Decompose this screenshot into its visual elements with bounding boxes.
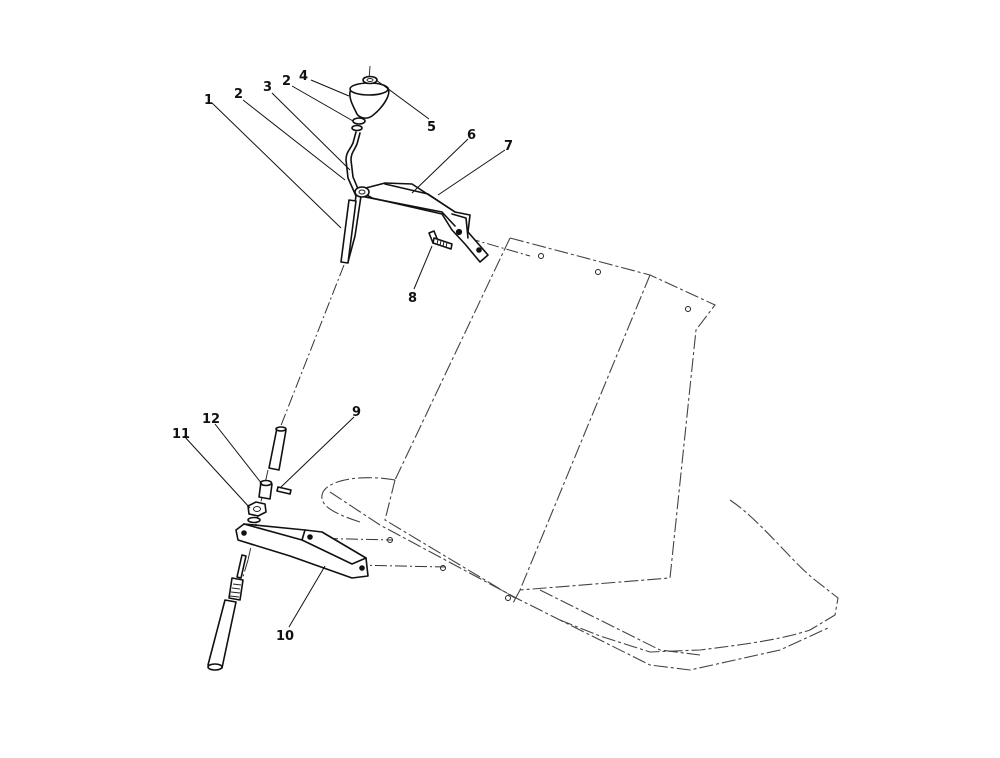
callout-2b: 2: [282, 74, 291, 89]
control-cable-end: [207, 554, 247, 671]
chute-hole: [685, 306, 691, 312]
callout-2a: 2: [234, 87, 243, 102]
roll-pin: [276, 486, 292, 495]
chute-hole: [538, 253, 544, 259]
coupler: [258, 479, 273, 500]
bolt: [428, 230, 453, 250]
callout-6: 6: [467, 128, 476, 143]
mower-housing-phantom: [321, 237, 839, 671]
callout-8: 8: [408, 291, 417, 306]
callout-1: 1: [204, 93, 213, 108]
callout-10: 10: [276, 629, 294, 644]
callout-5: 5: [427, 120, 436, 135]
leader-lines: [183, 79, 506, 628]
shift-lever-rod: [342, 131, 362, 263]
callout-11: 11: [172, 427, 190, 442]
chute-hole: [440, 565, 446, 571]
callout-12: 12: [202, 412, 220, 427]
lower-tube: [268, 426, 287, 471]
chute-hole: [595, 269, 601, 275]
washer-upper: [351, 117, 366, 132]
chute-hole: [505, 595, 511, 601]
knob: [349, 82, 390, 119]
knob-cap: [362, 75, 378, 85]
callout-7: 7: [504, 139, 513, 154]
assembly-centerlines: [235, 65, 531, 601]
pivot-bracket: [354, 182, 489, 263]
callout-3: 3: [263, 80, 272, 95]
shift-shaft: [340, 199, 357, 264]
callout-9: 9: [352, 405, 361, 420]
hex-nut: [247, 501, 267, 524]
callout-4: 4: [299, 69, 308, 84]
lower-bracket: [235, 523, 369, 579]
callout-labels: 1 2 3 2 4 5 6 7 8 9 12 11 10: [172, 69, 513, 644]
